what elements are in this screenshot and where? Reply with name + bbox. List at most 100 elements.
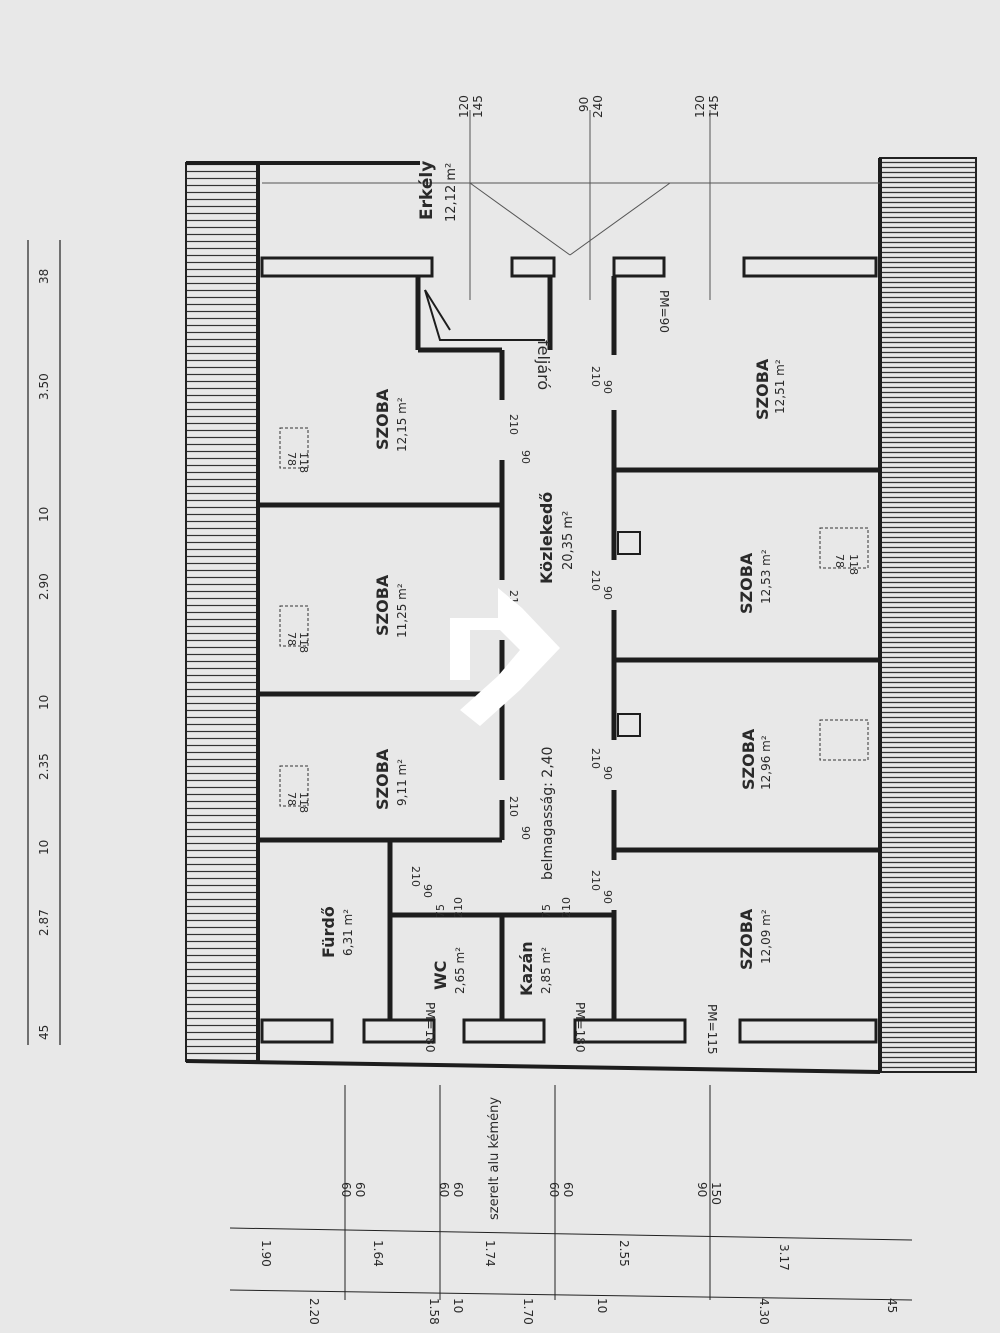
dim-bottom-b0: 1.90	[259, 1240, 273, 1267]
door-label-9a: 75	[434, 904, 447, 918]
room-szoba2-area: 11,25 m²	[395, 583, 409, 638]
room-szoba2-name: SZOBA	[373, 574, 392, 636]
dim-bottom-b4: 3.17	[777, 1244, 791, 1271]
bottom-dimension-labels-b: 1.90 1.64 1.74 2.55 3.17	[259, 1240, 791, 1271]
top-dimension-labels: 45 2.87 10 2.35 10 2.90 10 3.50 38	[37, 269, 51, 1040]
parapet-labels: PM=90 PM=180 PM=180 PM=115	[423, 290, 719, 1055]
dim-bottom-a4: 60	[547, 1182, 561, 1197]
dim-bottom-a2: 60	[437, 1182, 451, 1197]
room-erkely-name: Erkély	[417, 161, 437, 220]
door-label-9b: 210	[452, 897, 465, 918]
bottom-dimension-labels-a: 60 60 60 60 60 60 90 150	[339, 1182, 723, 1205]
room-erkely-area: 12,12 m²	[444, 163, 459, 222]
door-label-6a: 90	[601, 766, 614, 780]
dim-top-3: 2.35	[37, 753, 51, 780]
room-szoba7-area: 12,09 m²	[759, 909, 773, 964]
door-label-3a: 90	[519, 826, 532, 840]
dim-top-1: 2.87	[37, 909, 51, 936]
stair-symbol	[424, 289, 545, 341]
outer-walls	[185, 158, 882, 1074]
room-feljaro-name: feljáró	[534, 340, 553, 390]
win-3a: 78	[285, 792, 298, 806]
room-szoba3-area: 9,11 m²	[395, 759, 409, 806]
dim-bottom-a6: 90	[695, 1182, 709, 1197]
dim-bottom-c0: 2.20	[307, 1298, 321, 1325]
win-1a: 78	[285, 452, 298, 466]
room-wc-area: 2,65 m²	[453, 947, 467, 994]
top-gable-wall	[260, 256, 878, 278]
dim-top-5: 2.90	[37, 573, 51, 600]
left-roof-hatch	[185, 162, 259, 1062]
win-2a: 78	[285, 632, 298, 646]
door-label-1b: 210	[507, 414, 520, 435]
window-labels: 78 118 78 118 78 118 78 118	[285, 452, 860, 813]
door-label-3b: 210	[507, 796, 520, 817]
watermark-logo	[450, 588, 560, 726]
win-4a: 78	[833, 554, 846, 568]
dim-bottom-a5: 60	[561, 1182, 575, 1197]
dim-axis-5: 145	[707, 95, 721, 118]
door-label-4b: 210	[589, 366, 602, 387]
room-labels: Erkély 12,12 m² feljáró SZOBA 12,15 m² S…	[319, 161, 787, 996]
room-height-note: belmagasság: 2,40	[540, 747, 556, 880]
win-4b: 118	[847, 554, 860, 575]
axis-dimension-labels: 120 145 90 240 120 145	[457, 95, 721, 118]
room-kozlekedo-name: Közlekedő	[537, 492, 556, 584]
bottom-dimension-labels-c: 2.20 1.58 10 1.70 10 4.30 45	[307, 1298, 899, 1325]
bottom-dimension-lines	[229, 1085, 913, 1301]
dim-bottom-c1: 1.58	[427, 1298, 441, 1325]
dim-bottom-a1: 60	[353, 1182, 367, 1197]
room-szoba5-area: 12,53 m²	[759, 549, 773, 604]
dim-axis-1: 145	[471, 95, 485, 118]
dim-bottom-a7: 150	[709, 1182, 723, 1205]
dim-bottom-c3: 1.70	[521, 1298, 535, 1325]
parapet-pm115: PM=115	[705, 1004, 719, 1055]
room-szoba4-area: 12,51 m²	[773, 359, 787, 414]
room-wc-name: WC	[431, 961, 450, 990]
dim-axis-2: 90	[577, 97, 591, 112]
door-label-5a: 90	[601, 586, 614, 600]
door-label-7b: 210	[589, 870, 602, 891]
dim-bottom-a3: 60	[451, 1182, 465, 1197]
parapet-pm90: PM=90	[657, 290, 671, 333]
door-label-7a: 90	[601, 890, 614, 904]
room-furdo-area: 6,31 m²	[341, 909, 355, 956]
parapet-pm180-a: PM=180	[423, 1002, 437, 1053]
room-kozlekedo-area: 20,35 m²	[561, 511, 576, 570]
dim-top-0: 45	[37, 1025, 51, 1040]
room-szoba4-name: SZOBA	[753, 358, 772, 420]
dim-bottom-c5: 4.30	[757, 1298, 771, 1325]
room-szoba5-name: SZOBA	[737, 552, 756, 614]
dim-bottom-a0: 60	[339, 1182, 353, 1197]
dim-bottom-c6: 45	[885, 1298, 899, 1313]
win-1b: 118	[297, 452, 310, 473]
door-label-10b: 210	[560, 897, 573, 918]
dim-top-4: 10	[37, 695, 51, 710]
door-label-1a: 90	[519, 450, 532, 464]
right-roof-hatch	[879, 157, 977, 1073]
dim-bottom-b1: 1.64	[371, 1240, 385, 1267]
parapet-pm180-b: PM=180	[573, 1002, 587, 1053]
room-kazan-area: 2,85 m²	[539, 947, 553, 994]
dim-bottom-b3: 2.55	[617, 1240, 631, 1267]
room-szoba3-name: SZOBA	[373, 748, 392, 810]
door-label-5b: 210	[589, 570, 602, 591]
win-3b: 118	[297, 792, 310, 813]
dim-axis-0: 120	[457, 95, 471, 118]
roof-windows	[279, 427, 869, 807]
door-label-4a: 90	[601, 380, 614, 394]
room-furdo-name: Fürdő	[319, 906, 338, 958]
dim-top-6: 10	[37, 507, 51, 522]
chimney-note: szerelt alu kémény	[487, 1097, 502, 1220]
dim-top-8: 38	[37, 269, 51, 284]
room-szoba6-name: SZOBA	[739, 728, 758, 790]
dim-axis-4: 120	[693, 95, 707, 118]
dim-top-7: 3.50	[37, 373, 51, 400]
door-label-10a: 75	[540, 904, 553, 918]
interior-walls	[258, 276, 880, 1020]
door-label-8b: 210	[409, 866, 422, 887]
dim-bottom-c2: 10	[451, 1298, 465, 1313]
dim-top-2: 10	[37, 840, 51, 855]
balcony-lines	[262, 110, 880, 300]
